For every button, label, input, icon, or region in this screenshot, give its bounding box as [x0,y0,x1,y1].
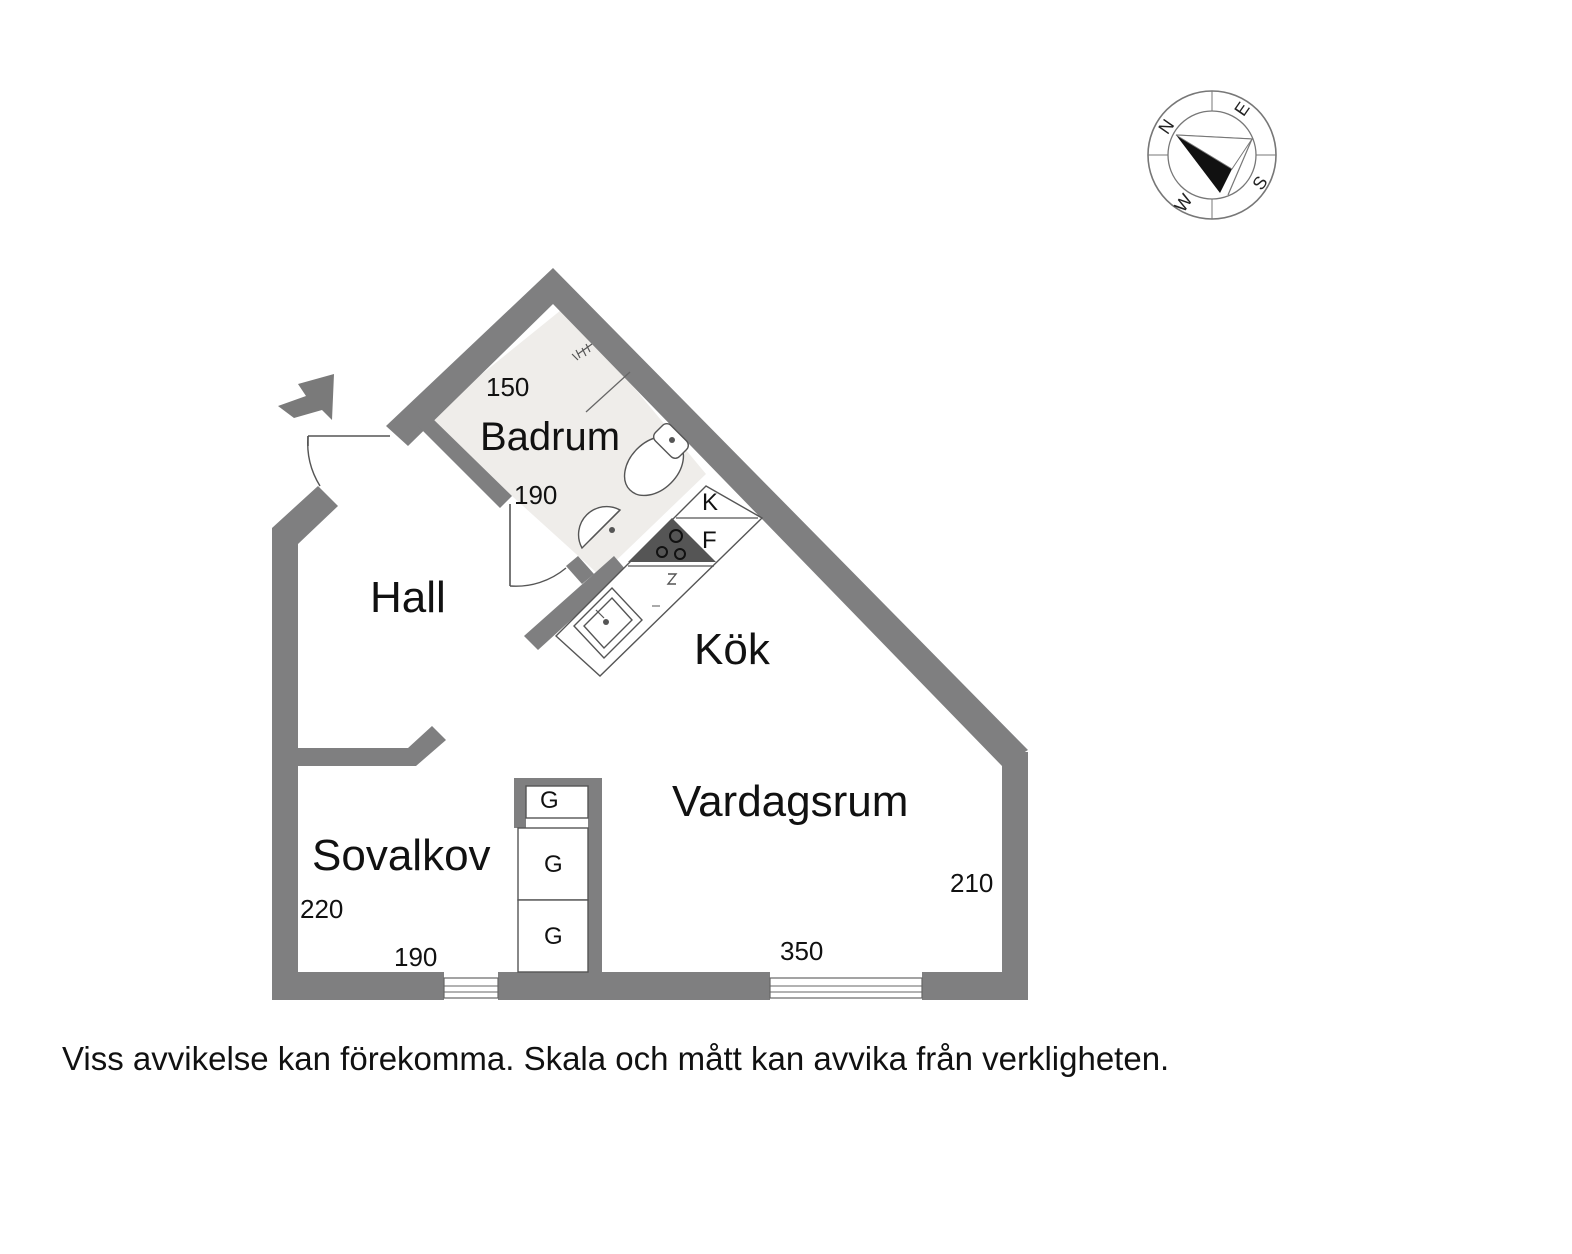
wardrobe-3 [517,899,589,973]
kitchen-sink-icon [573,586,643,660]
windows [443,977,923,999]
bathroom-floor [430,306,706,576]
appliance-icon [666,573,678,585]
wall-sovalkov-partition [298,726,446,766]
dimension-label: 350 [780,936,823,966]
wall-wardrobe-left [514,778,526,828]
room-label-hall: Hall [370,573,446,622]
window-vardagsrum [769,977,923,999]
entrance-door [307,435,390,487]
freezer-label: F [702,527,717,554]
dimension-label: 190 [514,480,557,510]
toilet-icon [623,422,690,497]
wardrobe-label: G [544,923,563,950]
room-label-kok: Kök [694,625,771,674]
compass-needle-icon [1176,135,1232,193]
wall-left [272,486,338,1000]
wall-bathroom-top [386,268,553,446]
dimension-label: 150 [486,372,529,402]
room-label-sovalkov: Sovalkov [312,831,491,880]
wall-wardrobe-right [588,778,602,972]
disclaimer-text: Viss avvikelse kan förekomma. Skala och … [62,1040,1170,1077]
dimension-label: 220 [300,894,343,924]
wall-diagonal-east [553,268,1028,766]
wardrobe-label: G [544,851,563,878]
wall-bottom-middle [498,972,770,1000]
window-sovalkov [443,977,499,999]
wall-kitchen-partition [524,556,626,650]
entrance-arrow-icon [278,374,334,420]
kitchen-units: K F [554,485,764,677]
shower-icon [571,343,593,361]
compass-rose-icon: N E S W [1147,90,1277,220]
bathroom-door [509,504,567,587]
wall-wardrobe-top [514,778,602,786]
wall-right [1002,752,1028,1000]
wall-bathroom-hall [418,416,512,508]
room-label-vardagsrum: Vardagsrum [672,777,908,826]
wardrobes: G G G [517,785,589,973]
wardrobe-1 [525,785,589,819]
wall-bottom-right [922,972,1028,1000]
bathroom-sink-icon [577,505,622,550]
room-label-badrum: Badrum [480,415,620,459]
dimension-label: 210 [950,868,993,898]
wardrobe-2 [517,827,589,901]
bathroom-fixtures [571,343,690,550]
walls [272,268,1028,1000]
fridge-label: K [702,489,718,516]
wall-bathroom-lower [566,556,594,584]
wall-bottom-left [272,972,444,1000]
wardrobe-label: G [540,787,559,814]
dimension-label: 190 [394,942,437,972]
